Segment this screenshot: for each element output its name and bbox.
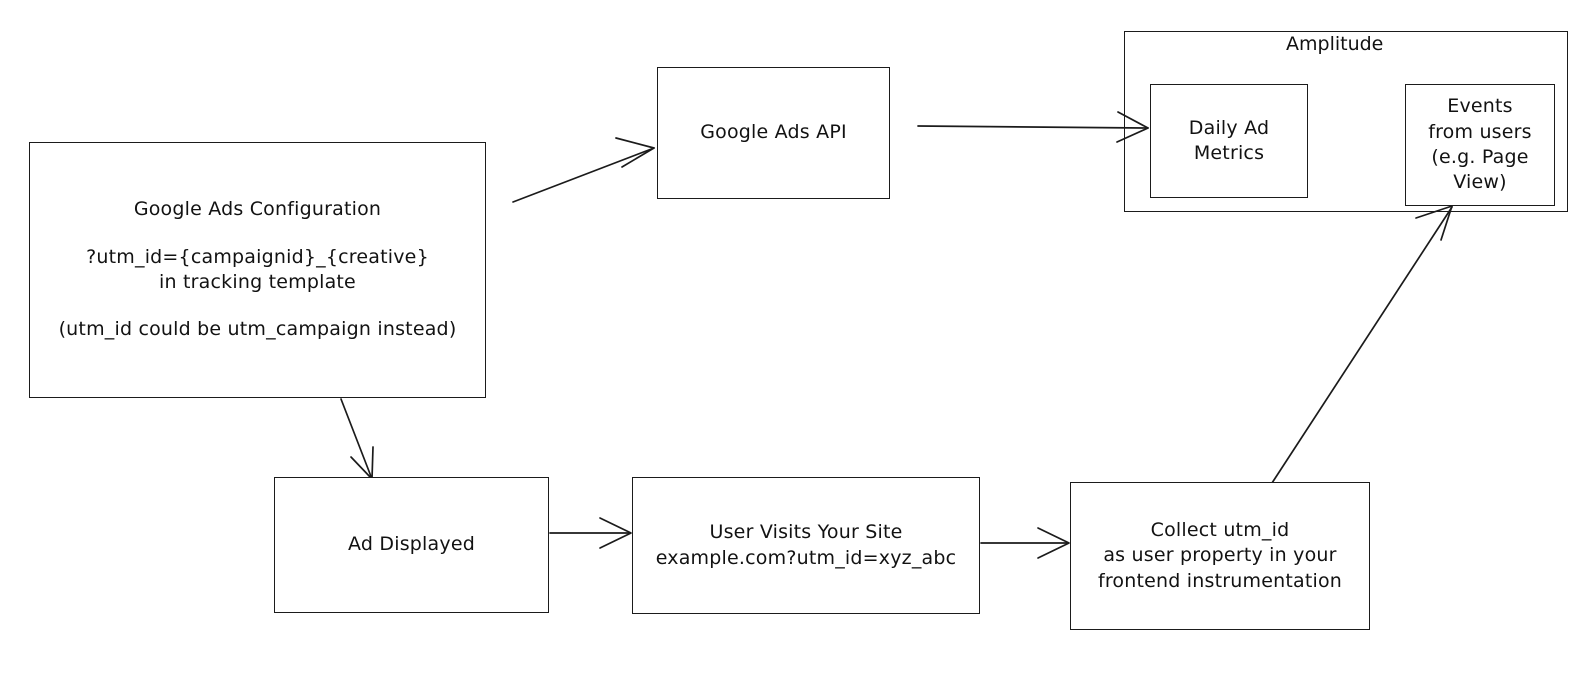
node-google-ads-configuration[interactable]: Google Ads Configuration ?utm_id={campai… (29, 142, 486, 398)
node-user-visits-your-site[interactable]: User Visits Your Site example.com?utm_id… (632, 477, 980, 614)
node-google-ads-configuration-line-1: ?utm_id={campaignid}_{creative} (86, 245, 429, 268)
edge-config-to-api (512, 137, 655, 203)
node-daily-ad-metrics-line-2: Metrics (1193, 142, 1265, 164)
node-ad-displayed-label: Ad Displayed (348, 533, 475, 556)
node-collect-utm-id-line-2: as user property in your (1103, 544, 1337, 567)
node-events-from-users-line-4: View) (1453, 171, 1507, 194)
node-google-ads-configuration-line-2: in tracking template (159, 271, 356, 293)
node-events-from-users-line-2: from users (1428, 120, 1532, 143)
node-daily-ad-metrics-line-1: Daily Ad (1188, 116, 1270, 139)
node-ad-displayed[interactable]: Ad Displayed (274, 477, 549, 613)
node-google-ads-configuration-title: Google Ads Configuration (133, 198, 382, 221)
edge-config-to-ad (340, 398, 374, 480)
node-google-ads-api-label: Google Ads API (700, 121, 847, 144)
node-collect-utm-id-line-1: Collect utm_id (1150, 518, 1290, 541)
node-user-visits-your-site-line-1: User Visits Your Site (709, 521, 903, 544)
node-collect-utm-id[interactable]: Collect utm_id as user property in your … (1070, 482, 1370, 630)
group-amplitude (1124, 31, 1568, 212)
edge-collect-to-events (1271, 205, 1453, 484)
node-collect-utm-id-line-3: frontend instrumentation (1097, 569, 1343, 592)
node-events-from-users-line-1: Events (1447, 95, 1513, 118)
edge-visit-to-collect (980, 527, 1070, 559)
node-events-from-users-line-3: (e.g. Page (1431, 146, 1529, 168)
group-amplitude-title: Amplitude (1286, 33, 1384, 55)
node-google-ads-configuration-line-3: (utm_id could be utm_campaign instead) (58, 318, 457, 341)
edge-ad-to-visit (549, 517, 632, 549)
node-daily-ad-metrics[interactable]: Daily Ad Metrics (1150, 84, 1308, 198)
node-events-from-users[interactable]: Events from users (e.g. Page View) (1405, 84, 1555, 206)
node-google-ads-api[interactable]: Google Ads API (657, 67, 890, 199)
node-user-visits-your-site-line-2: example.com?utm_id=xyz_abc (655, 546, 957, 569)
edge-api-to-daily-metrics (917, 111, 1149, 143)
